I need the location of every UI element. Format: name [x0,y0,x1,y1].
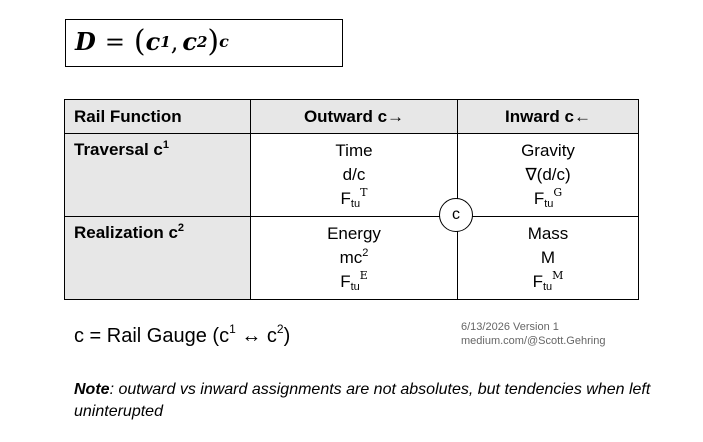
force-base: F [532,272,543,291]
formula-c1: c [145,27,161,56]
mc-base: mc [339,248,363,267]
force-sub: tu [544,198,554,210]
gauge-def-middle: ↔ c [235,325,277,347]
force-sup: E [359,269,368,282]
header-outward: Outward c→ [250,99,458,134]
cell-energy: Energy mc2 FtuE [250,216,458,300]
row-label-sup: 2 [177,222,185,234]
gauge-definition: c = Rail Gauge (c1 ↔ c2) [74,322,291,348]
force-sub: tu [542,281,553,293]
formula-c2: c [182,27,197,56]
force-base: F [340,272,351,291]
header-inward: Inward c← [457,99,639,134]
gauge-def-prefix: c = Rail Gauge (c [74,325,230,347]
mc-sup: 2 [362,247,369,259]
table-row-realization: Realization c2 Energy mc2 FtuE Mass M Ft… [64,216,639,300]
cell-line1: Energy [327,224,381,243]
cell-line1: Gravity [521,141,575,160]
version-info: 6/13/2026 Version 1 medium.com/@Scott.Ge… [461,320,605,348]
author-link: medium.com/@Scott.Gehring [461,335,606,347]
row-label-text: Traversal c [74,140,163,159]
cell-gravity: Gravity ∇(d/c) FtuG [457,133,639,217]
formula-equals: = [104,27,125,56]
note-text: Note: outward vs inward assignments are … [74,379,654,423]
force-sub: tu [350,281,360,293]
table-row-traversal: Traversal c1 Time d/c FtuT Gravity ∇(d/c… [64,133,639,217]
rail-function-table: Rail Function Outward c→ Inward c← Trave… [64,99,639,300]
cell-line2: ∇(d/c) [525,165,571,184]
cell-line1: Time [335,141,373,160]
cell-force: FtuG [458,186,638,213]
force-sup: G [553,186,563,199]
cell-line1: Mass [527,224,569,243]
row-label-text: Realization c [74,223,178,242]
row-label-traversal: Traversal c1 [64,133,251,217]
cell-line2: d/c [342,165,366,184]
force-base: F [340,189,351,208]
note-label: Note [74,381,110,398]
gauge-def-suffix: ) [283,325,291,347]
formula-close-paren: ) [207,24,220,59]
note-body: : outward vs inward assignments are not … [74,381,651,420]
force-sub: tu [350,198,361,210]
row-label-realization: Realization c2 [64,216,251,300]
cell-mass: Mass M FtuM [457,216,639,300]
cell-force: FtuT [251,186,457,213]
version-date: 6/13/2026 Version 1 [461,321,559,333]
cell-time: Time d/c FtuT [250,133,458,217]
force-sup: M [552,269,564,282]
gauge-def-sup2: 2 [276,322,284,336]
formula-open-paren: ( [133,24,146,59]
row-label-sup: 1 [162,139,169,151]
cell-force: FtuE [251,269,457,296]
force-sup: T [360,186,368,199]
cell-line2: M [540,248,556,267]
header-rail-function: Rail Function [64,99,251,134]
formula-lhs: D [75,27,96,56]
force-base: F [533,189,545,208]
gauge-def-sup1: 1 [229,322,236,336]
cell-line2: mc2 [251,246,457,270]
cell-force: FtuM [458,269,638,296]
table-header-row: Rail Function Outward c→ Inward c← [64,99,639,134]
formula-comma: , [170,27,179,56]
gauge-circle: c [439,198,473,232]
